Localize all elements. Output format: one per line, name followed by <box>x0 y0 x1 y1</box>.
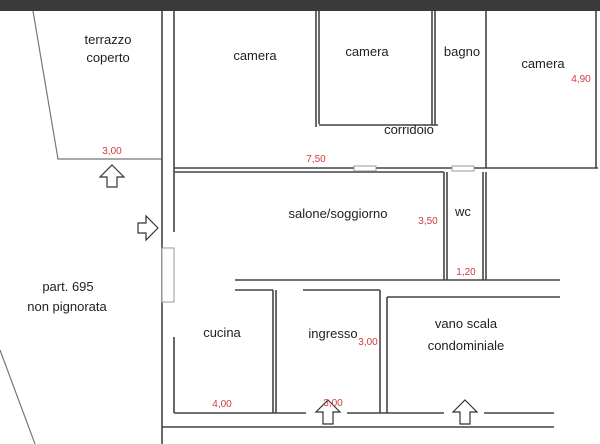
room-label: wc <box>454 204 471 219</box>
room-label: camera <box>233 48 277 63</box>
parcel-label: non pignorata <box>27 299 107 314</box>
parcel-label: part. 695 <box>42 279 93 294</box>
dimension-label: 3,00 <box>358 337 378 348</box>
room-label: condominiale <box>428 338 505 353</box>
dimension-label: 4,00 <box>212 399 232 410</box>
room-label: coperto <box>86 50 129 65</box>
dimension-labels: 4,90 3,00 7,50 3,50 1,20 3,00 4,00 3,00 <box>102 74 591 410</box>
room-label: salone/soggiorno <box>288 206 387 221</box>
room-label: terrazzo <box>85 32 132 47</box>
dimension-label: 7,50 <box>306 154 326 165</box>
walls <box>0 10 598 444</box>
arrow-up-icon <box>98 164 126 188</box>
room-label: cucina <box>203 325 241 340</box>
dimension-label: 1,20 <box>456 267 476 278</box>
arrow-up-icon <box>314 399 342 425</box>
room-label: vano scala <box>435 316 498 331</box>
arrow-up-icon <box>451 399 479 425</box>
room-label: bagno <box>444 44 480 59</box>
room-labels: terrazzo coperto camera camera bagno cam… <box>27 32 565 353</box>
dimension-label: 3,00 <box>323 398 343 409</box>
room-label: camera <box>345 44 389 59</box>
header-band <box>0 0 600 11</box>
dimension-label: 3,50 <box>418 216 438 227</box>
dimension-label: 4,90 <box>571 74 591 85</box>
arrow-right-icon <box>137 214 159 242</box>
room-label: camera <box>521 56 565 71</box>
room-label: corridoio <box>384 122 434 137</box>
dimension-label: 3,00 <box>102 146 122 157</box>
room-label: ingresso <box>308 326 357 341</box>
entry-arrows <box>98 164 479 425</box>
